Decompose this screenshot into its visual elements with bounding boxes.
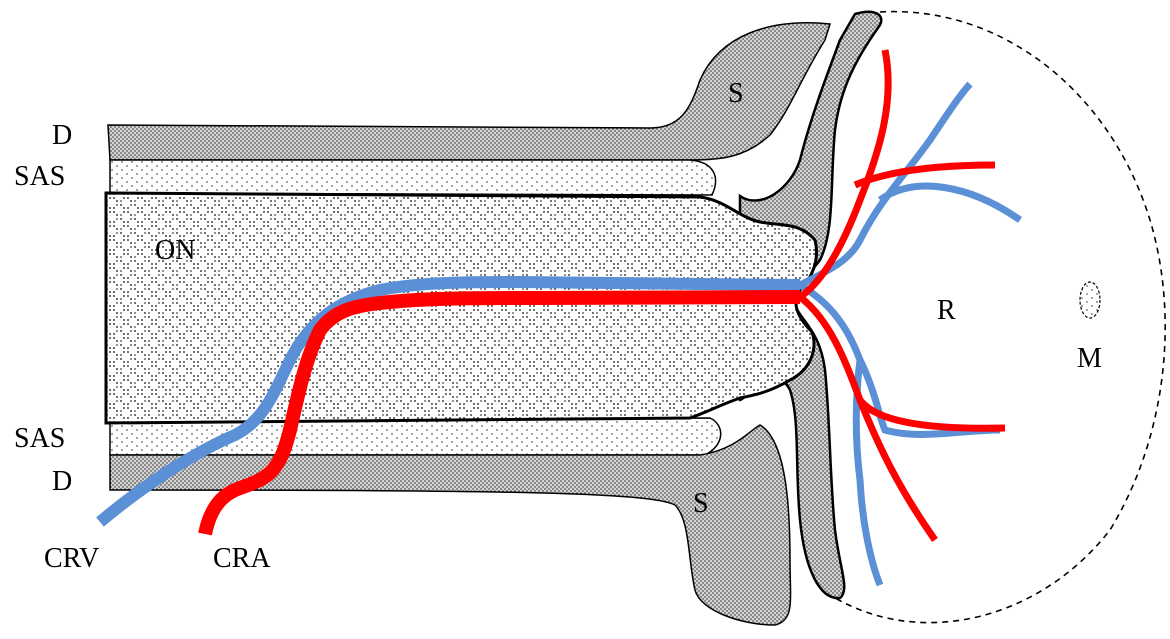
label-crv: CRV: [44, 545, 99, 573]
vein-branch-lower-1: [800, 285, 1000, 434]
eye-globe-outline: [830, 12, 1165, 623]
dura-top: [108, 23, 830, 160]
label-sas-bottom: SAS: [14, 425, 65, 453]
label-sas-top: SAS: [14, 163, 65, 191]
label-dura-top: D: [52, 122, 72, 150]
sas-top: [110, 160, 716, 195]
vein-branch-upper-2: [880, 186, 1020, 220]
label-retina: R: [937, 297, 956, 325]
label-optic-nerve: ON: [155, 237, 195, 265]
label-macula: M: [1077, 345, 1102, 373]
label-sclera-top: S: [728, 80, 744, 108]
label-cra: CRA: [213, 545, 271, 573]
artery-branch-upper-2: [855, 165, 995, 185]
macula: [1080, 282, 1100, 318]
label-dura-bottom: D: [52, 468, 72, 496]
artery-branch-lower-1: [800, 297, 1005, 428]
label-sclera-bottom: S: [693, 490, 709, 518]
optic-nerve: [106, 193, 817, 423]
